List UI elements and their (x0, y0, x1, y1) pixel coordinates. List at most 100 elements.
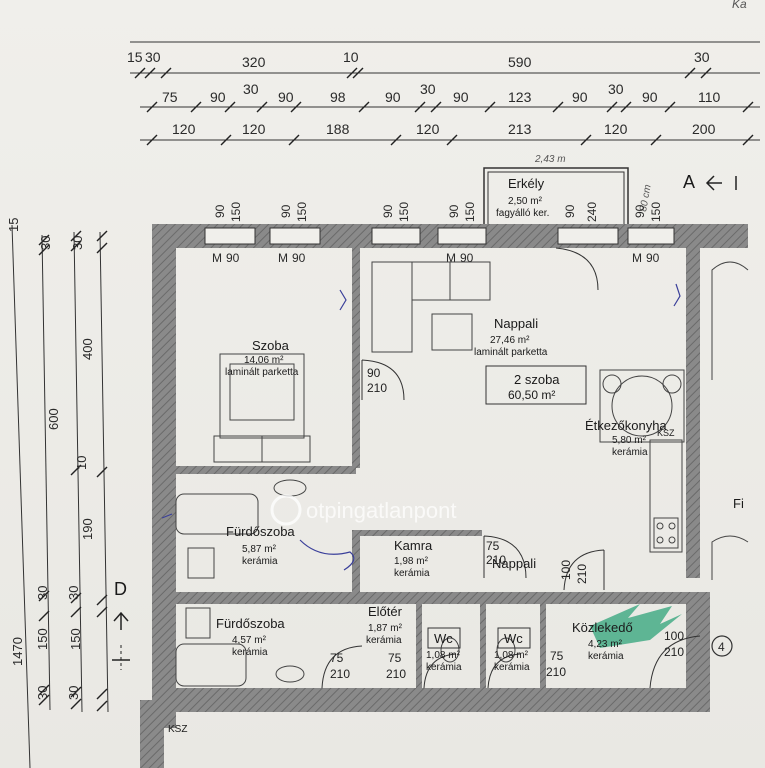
dimension-tick (70, 230, 82, 242)
dimension-tick (358, 101, 370, 113)
dimension-tick (38, 610, 50, 622)
dim-top2-8: 123 (508, 89, 532, 105)
dimension-tick (290, 101, 302, 113)
room-nappali: Nappali 27,46 m² laminált parketta (474, 316, 548, 358)
dimension-tick (650, 134, 662, 146)
room-szoba-name: Szoba (252, 338, 290, 353)
door-2-width: 75 (486, 539, 500, 553)
dimension-tick (352, 67, 364, 79)
svg-text:otpingatlanpont: otpingatlanpont (306, 498, 456, 523)
furniture (175, 261, 749, 687)
dimension-tick (96, 466, 108, 478)
room-etkezokonyha: Étkezőkonyha 5,80 m² kerámia KSZ (585, 418, 675, 458)
left-dimension-ticks (38, 230, 108, 712)
room-nappali-label2: Nappali (492, 556, 536, 571)
dimension-tick (414, 101, 426, 113)
room-nappali-name: Nappali (494, 316, 538, 331)
room-wc1-area: 1,08 m² (426, 650, 461, 661)
room-kozlekedo-name: Közlekedő (572, 620, 633, 635)
room-eloter-area: 1,87 m² (368, 623, 403, 634)
dim-top1-15: 15 (127, 49, 143, 65)
svg-text:150: 150 (649, 202, 663, 222)
room-kozlekedo: Közlekedő 4,23 m² kerámia (572, 604, 682, 662)
room-wc2-area: 1,08 m² (494, 650, 529, 661)
room-wc1-name: Wc (434, 631, 453, 646)
section-marker-a: A (683, 172, 737, 192)
dim-top3-0: 120 (172, 121, 196, 137)
dim-left3-400: 400 (80, 338, 95, 360)
dimension-tick (742, 134, 754, 146)
svg-text:150: 150 (463, 202, 477, 222)
door-5-height: 210 (386, 667, 406, 681)
door-1-width: 90 (367, 366, 381, 380)
dimension-tick (160, 67, 172, 79)
door-5-width: 75 (388, 651, 402, 665)
dimension-tick (96, 688, 108, 700)
door-3-width: 100 (559, 560, 573, 580)
dimension-tick (288, 134, 300, 146)
dim-top2-6: 30 (420, 81, 436, 97)
dim-top2-4: 98 (330, 89, 346, 105)
svg-text:D: D (114, 579, 127, 599)
dim-left3-15: 15 (6, 218, 21, 232)
dimension-tick (742, 101, 754, 113)
room-kamra-name: Kamra (394, 538, 433, 553)
room-furdoszoba-1: Fürdőszoba 5,87 m² kerámia (226, 524, 295, 567)
svg-text:A: A (683, 172, 695, 192)
svg-text:90: 90 (460, 251, 474, 265)
pen-marks (161, 283, 681, 571)
dimension-tick (70, 698, 82, 710)
room-eloter-name: Előtér (368, 604, 403, 619)
balcony-material: fagyálló ker. (496, 208, 549, 219)
dimension-tick (700, 67, 712, 79)
dimension-tick (664, 101, 676, 113)
dimension-tick (146, 101, 158, 113)
dim-left-30b: 30 (35, 686, 50, 700)
dim-top2-10: 30 (608, 81, 624, 97)
svg-text:90: 90 (563, 204, 577, 218)
left-dimension-chains (11, 224, 109, 768)
summary-name: 2 szoba (514, 372, 560, 387)
dim-top2-9: 90 (572, 89, 588, 105)
room-kozlekedo-area: 4,23 m² (588, 639, 623, 650)
door-4-width: 75 (330, 651, 344, 665)
door-7-width: 100 (664, 629, 684, 643)
room-kamra-area: 1,98 m² (394, 556, 429, 567)
dimension-tick (96, 606, 108, 618)
dimension-tick (346, 67, 358, 79)
dimension-tick (484, 101, 496, 113)
balcony-handwritten-depth: 80 cm (638, 184, 654, 213)
dim-left3-30a: 30 (38, 236, 53, 250)
svg-text:90: 90 (447, 204, 461, 218)
room-wc-1: Wc 1,08 m² kerámia (426, 627, 462, 673)
section-marker-d: D (112, 579, 130, 670)
dimension-tick (70, 464, 82, 476)
room-etkezo-material: kerámia (612, 447, 648, 458)
door-swings (321, 247, 701, 689)
svg-text:150: 150 (295, 202, 309, 222)
corner-note: Ka (732, 0, 747, 11)
dim-left3-30b: 30 (70, 236, 85, 250)
door-7-height: 210 (664, 645, 684, 659)
svg-text:90: 90 (279, 204, 293, 218)
dim-top2-12: 110 (698, 89, 721, 105)
room-szoba-area: 14,06 m² (244, 355, 284, 366)
dimension-tick (96, 700, 108, 712)
watermark: otpingatlanpont (270, 494, 456, 526)
room-wc-2: Wc 1,08 m² kerámia (494, 627, 531, 673)
room-etkezo-area: 5,80 m² (612, 435, 647, 446)
balcony: Erkély 2,50 m² fagyálló ker. 2,43 m 80 c… (483, 154, 654, 233)
svg-text:90: 90 (381, 204, 395, 218)
svg-text:90: 90 (646, 251, 660, 265)
dim-top3-2: 188 (326, 121, 350, 137)
room-wc2-material: kerámia (494, 662, 530, 673)
right-partial-label: Fi (733, 496, 744, 511)
room-kamra-material: kerámia (394, 568, 430, 579)
dim-top3-4: 213 (508, 121, 532, 137)
room-wc1-material: kerámia (426, 662, 462, 673)
room-furdo2-material: kerámia (232, 647, 268, 658)
dim-top1-30b: 30 (694, 49, 710, 65)
dimension-tick (134, 67, 146, 79)
door-1-height: 210 (367, 381, 387, 395)
